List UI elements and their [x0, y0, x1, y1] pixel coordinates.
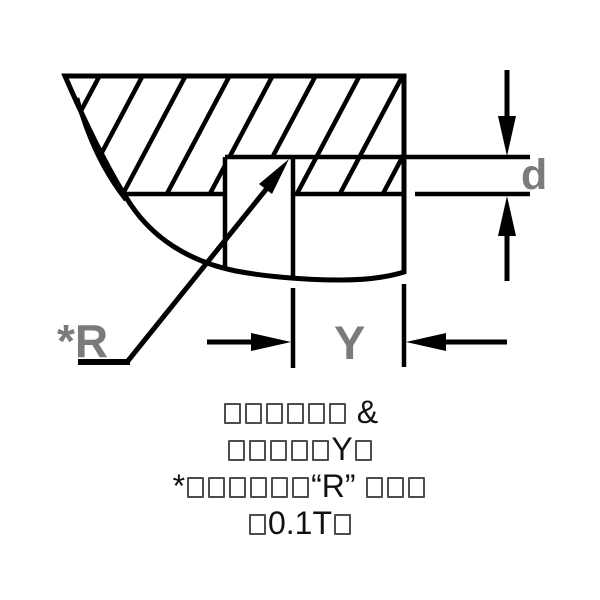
missing-glyph-box	[271, 477, 289, 498]
missing-glyph-box	[270, 440, 288, 461]
missing-glyph-box	[291, 440, 309, 461]
radius-leader	[78, 159, 289, 365]
missing-glyph-box	[286, 403, 304, 424]
dimension-label-y: Y	[334, 316, 365, 369]
dimension-label-d: d	[521, 151, 547, 199]
missing-glyph-box	[292, 477, 310, 498]
missing-glyph-box	[312, 440, 330, 461]
caption-line: * “R”	[0, 468, 600, 505]
caption-text: 0.1T	[267, 505, 333, 541]
missing-glyph-box	[366, 477, 384, 498]
caption-block: &Y * “R” 0.1T	[0, 394, 600, 542]
missing-glyph-box	[250, 477, 268, 498]
missing-glyph-box	[265, 403, 283, 424]
missing-glyph-box	[328, 403, 346, 424]
missing-glyph-box	[229, 477, 247, 498]
caption-line: 0.1T	[0, 505, 600, 542]
missing-glyph-box	[249, 440, 267, 461]
missing-glyph-box	[228, 440, 246, 461]
missing-glyph-box	[223, 403, 241, 424]
dimension-y	[207, 333, 507, 351]
missing-glyph-box	[244, 403, 262, 424]
missing-glyph-box	[187, 477, 205, 498]
caption-text: Y	[331, 431, 353, 467]
caption-text: “R”	[311, 468, 365, 504]
section-outline	[61, 73, 407, 283]
missing-glyph-box	[408, 477, 426, 498]
caption-text: &	[347, 394, 379, 430]
dimension-label-r: *R	[57, 315, 108, 367]
groove-lines	[124, 154, 530, 368]
missing-glyph-box	[208, 477, 226, 498]
dimension-d	[498, 70, 516, 281]
missing-glyph-box	[307, 403, 325, 424]
caption-line: Y	[0, 431, 600, 468]
caption-line: &	[0, 394, 600, 431]
missing-glyph-box	[387, 477, 405, 498]
break-line-arc	[74, 97, 128, 202]
caption-text: *	[172, 468, 186, 504]
missing-glyph-box	[354, 440, 372, 461]
missing-glyph-box	[248, 514, 266, 535]
missing-glyph-box	[334, 514, 352, 535]
